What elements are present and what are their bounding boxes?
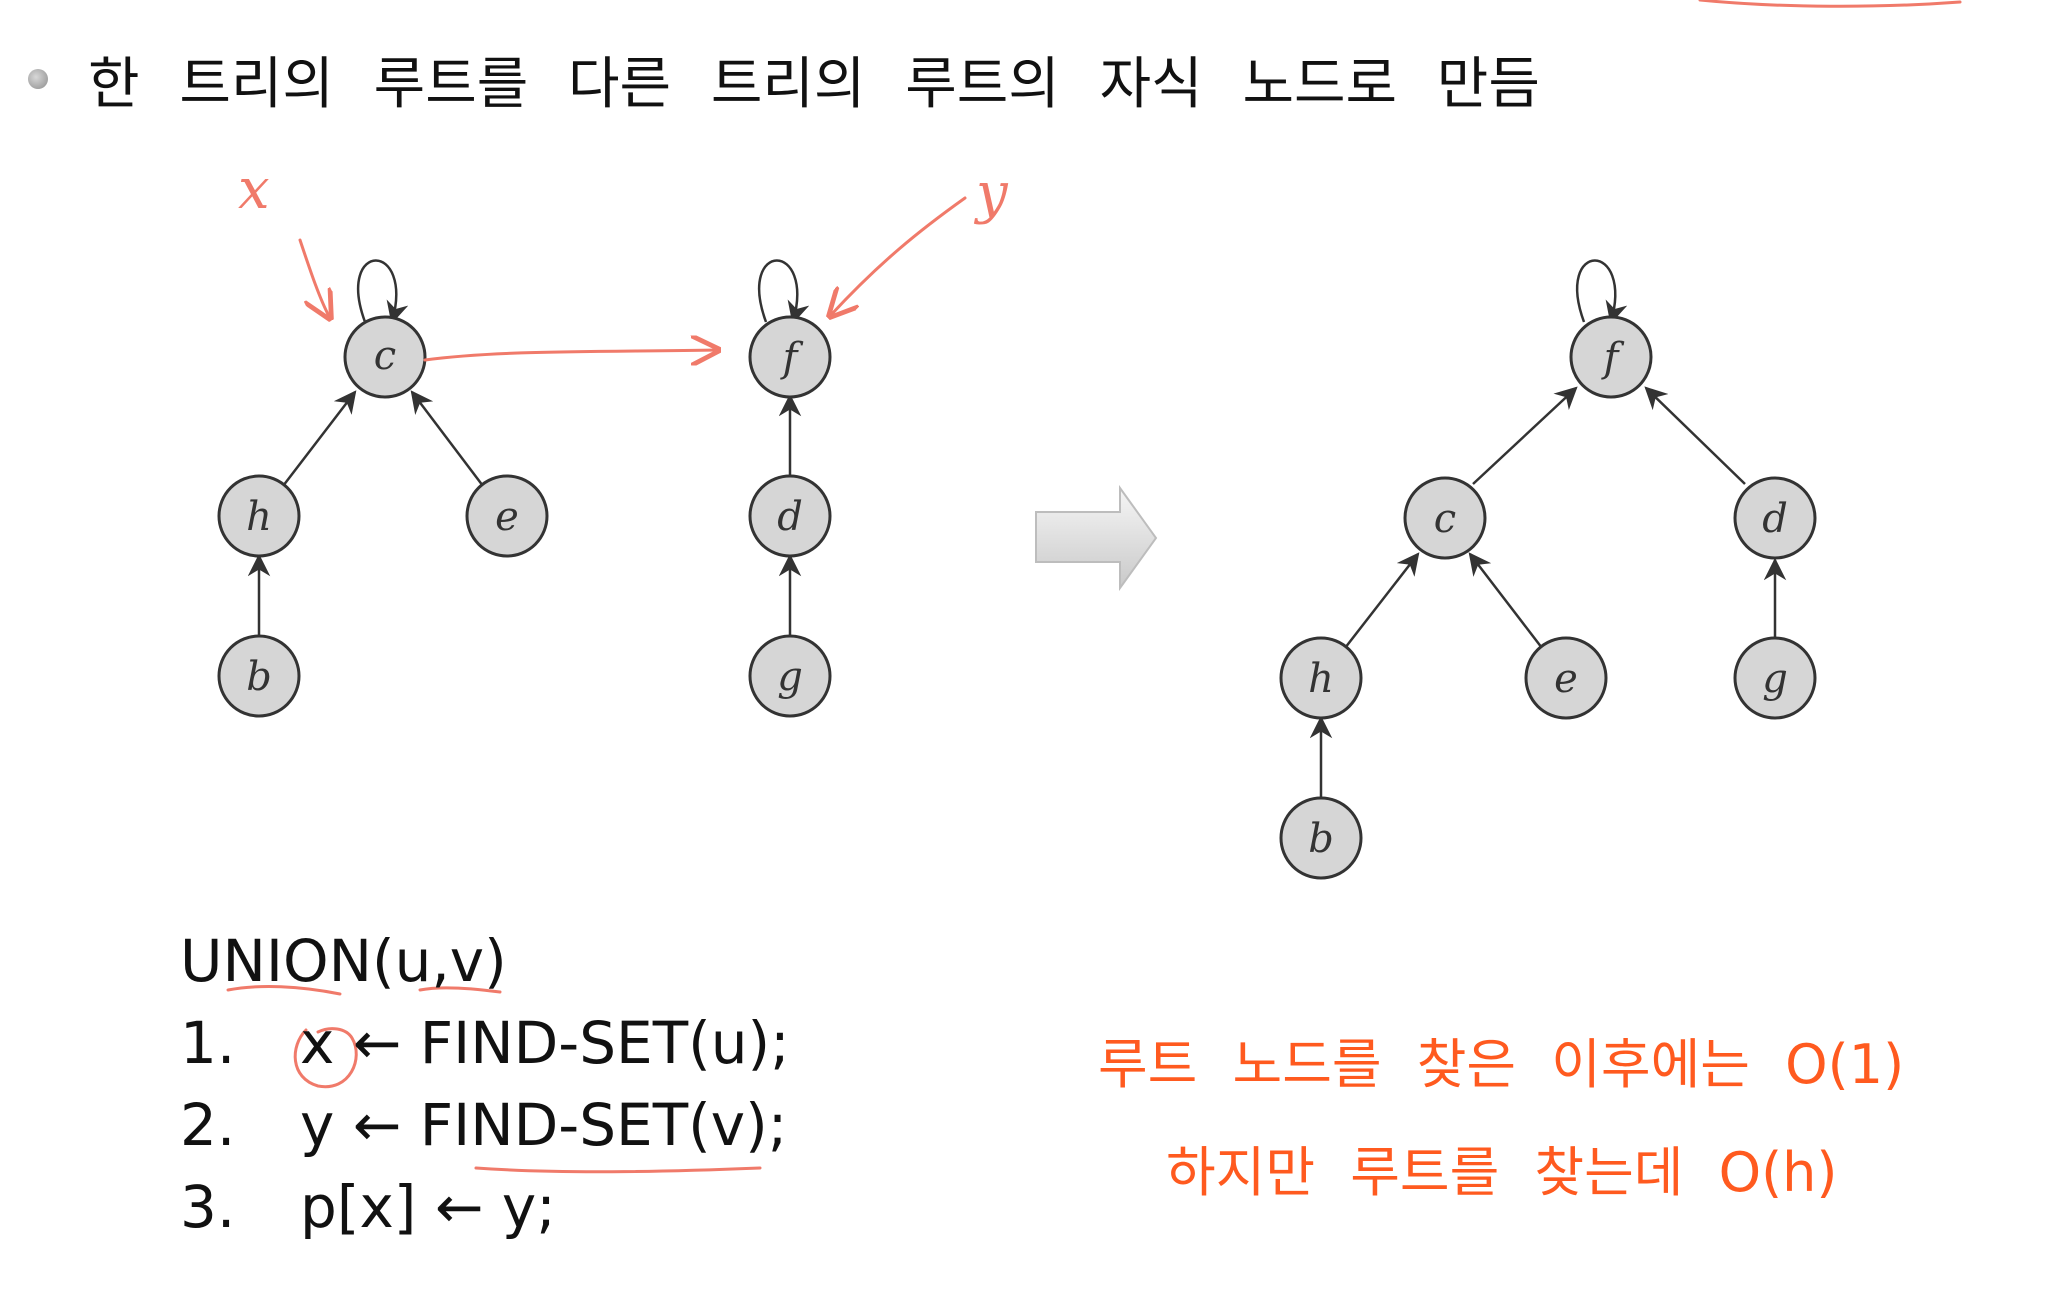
handwritten-y-label: y — [973, 161, 1009, 226]
edge-h-c-result — [1344, 552, 1420, 649]
edge-h-c — [282, 390, 357, 487]
result-node-g: g — [1733, 636, 1817, 720]
bullet-line: 한 트리의 루트를 다른 트리의 루트의 자식 노드로 만듬 — [28, 44, 1540, 117]
node-b: b — [217, 634, 301, 718]
code-line-text: p[x] ← y; — [300, 1173, 556, 1241]
edge-d-f-result — [1644, 386, 1746, 485]
node-f: f — [748, 315, 832, 399]
annotation-arrow-c-to-f — [423, 350, 718, 360]
svg-text:e: e — [495, 494, 519, 540]
result-node-h: h — [1279, 636, 1363, 720]
annotation-underline-union — [226, 985, 342, 996]
transition-arrow-icon — [1035, 484, 1158, 592]
annotation-top-right-stroke — [1698, 0, 1962, 8]
svg-text:g: g — [777, 654, 803, 700]
code-line-1: 1. x ← FIND-SET(u); — [180, 1002, 790, 1084]
code-line-2: 2. y ← FIND-SET(v); — [180, 1084, 790, 1166]
node-g: g — [748, 634, 832, 718]
handwritten-x-label: x — [238, 157, 270, 222]
edge-c-f-result — [1472, 386, 1578, 485]
result-node-c: c — [1403, 476, 1487, 560]
complexity-note-2: 하지만 루트를 찾는데 O(h) — [1166, 1141, 1838, 1204]
code-line-text: x ← FIND-SET(u); — [300, 1009, 790, 1077]
result-node-d: d — [1733, 476, 1817, 560]
self-loop-f-result — [1576, 259, 1628, 325]
node-c: c — [343, 315, 427, 399]
code-line-text: y ← FIND-SET(v); — [300, 1091, 788, 1159]
code-header: UNION(u,v) — [180, 927, 507, 995]
svg-text:g: g — [1762, 656, 1788, 702]
code-line-3: 3. p[x] ← y; — [180, 1166, 790, 1248]
handwritten-annotations — [226, 0, 1962, 1174]
svg-text:c: c — [1434, 496, 1456, 542]
svg-text:c: c — [374, 333, 396, 379]
annotation-underline-findset-v — [474, 1166, 762, 1174]
edge-e-c — [410, 390, 484, 487]
svg-text:b: b — [246, 654, 272, 700]
svg-text:h: h — [246, 494, 272, 540]
svg-text:d: d — [1762, 496, 1788, 542]
result-node-f: f — [1569, 315, 1653, 399]
svg-text:e: e — [1554, 656, 1578, 702]
code-line-number: 3. — [180, 1173, 236, 1241]
svg-text:h: h — [1308, 656, 1334, 702]
bullet-text: 한 트리의 루트를 다른 트리의 루트의 자식 노드로 만듬 — [88, 51, 1540, 117]
union-pseudocode: UNION(u,v) 1. x ← FIND-SET(u); 2. y ← FI… — [180, 920, 790, 1248]
code-line-number: 1. — [180, 1009, 236, 1077]
node-d: d — [748, 474, 832, 558]
node-h: h — [217, 474, 301, 558]
result-node-b: b — [1279, 796, 1363, 880]
annotation-arrow-y-to-f — [830, 196, 967, 316]
node-e: e — [465, 474, 549, 558]
code-line-number: 2. — [180, 1091, 236, 1159]
annotation-circle-x — [293, 1027, 358, 1089]
self-loop-c — [357, 259, 409, 325]
annotation-underline-uv — [418, 986, 502, 994]
self-loop-f — [758, 259, 810, 325]
bullet-icon — [28, 69, 48, 89]
edge-e-c-result — [1468, 552, 1543, 649]
complexity-note-1: 루트 노드를 찾은 이후에는 O(1) — [1098, 1033, 1905, 1096]
svg-text:b: b — [1308, 816, 1334, 862]
result-node-e: e — [1524, 636, 1608, 720]
annotation-arrow-x-to-c — [298, 238, 330, 318]
svg-text:d: d — [777, 494, 803, 540]
